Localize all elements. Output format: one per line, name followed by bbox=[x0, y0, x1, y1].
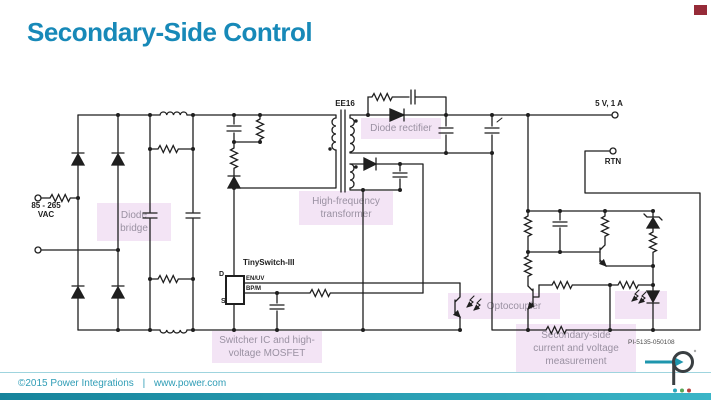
return-label: RTN bbox=[604, 157, 622, 166]
logo-dot-teal bbox=[673, 388, 677, 393]
footer: ©2015 Power Integrations | www.power.com bbox=[18, 378, 232, 389]
callout-switcher-ic: Switcher IC and high- voltage MOSFET bbox=[212, 331, 322, 363]
callout-line: measurement bbox=[545, 355, 607, 367]
page-title: Secondary-Side Control bbox=[27, 17, 313, 47]
transformer-core-label: EE16 bbox=[335, 99, 355, 108]
pin-enuv-label: EN/UV bbox=[246, 275, 265, 282]
accent-square-decoration bbox=[694, 5, 707, 15]
pin-s-label: S bbox=[221, 298, 226, 305]
callout-diode-bridge: Diode bridge bbox=[97, 203, 171, 241]
transformer bbox=[328, 109, 358, 193]
callout-line: High-frequency bbox=[312, 196, 380, 207]
pin-bpm-label: BP/M bbox=[246, 286, 261, 292]
power-integrations-logo bbox=[645, 349, 697, 393]
output-rating-label: 5 V, 1 A bbox=[595, 99, 623, 108]
callout-line: Diode rectifier bbox=[370, 123, 432, 134]
callout-secondary-measurement: Secondary-side current and voltage measu… bbox=[516, 324, 636, 372]
bias-supply bbox=[349, 156, 424, 331]
input-voltage-unit: VAC bbox=[37, 210, 55, 219]
callout-line: Diode bbox=[120, 210, 148, 221]
logo-tm-mark bbox=[693, 349, 697, 353]
logo-dot-green bbox=[680, 388, 684, 393]
callout-line: bridge bbox=[120, 223, 148, 234]
callout-line: Secondary-side bbox=[541, 329, 611, 341]
callout-line: Switcher IC and high- bbox=[219, 335, 315, 346]
callout-opto-led-highlight bbox=[615, 291, 667, 319]
callout-optocoupler: Optocoupler bbox=[448, 293, 560, 319]
footer-copyright: ©2015 Power Integrations bbox=[18, 378, 134, 389]
footer-url-link[interactable]: www.power.com bbox=[153, 378, 227, 389]
switcher-ic bbox=[225, 275, 461, 331]
logo-dot-red bbox=[687, 388, 691, 393]
pin-d-label: D bbox=[219, 271, 225, 278]
callout-hf-transformer: High-frequency transformer bbox=[299, 191, 393, 225]
callout-line: Optocoupler bbox=[486, 300, 542, 312]
callout-line: transformer bbox=[320, 209, 372, 220]
footer-accent-bar bbox=[0, 393, 711, 400]
callout-line: current and voltage bbox=[533, 342, 619, 354]
ic-name-label: TinySwitch-III bbox=[243, 258, 295, 267]
logo-arrow-head bbox=[674, 357, 684, 367]
input-voltage-label: 85 - 265 bbox=[31, 201, 61, 210]
footer-separator: | bbox=[142, 378, 146, 389]
output-rectifier bbox=[349, 89, 619, 122]
footer-divider bbox=[0, 372, 711, 373]
callout-line: voltage MOSFET bbox=[228, 348, 306, 359]
callout-diode-rectifier: Diode rectifier bbox=[361, 118, 441, 139]
schematic-part-number: PI-5135-050108 bbox=[628, 339, 675, 346]
